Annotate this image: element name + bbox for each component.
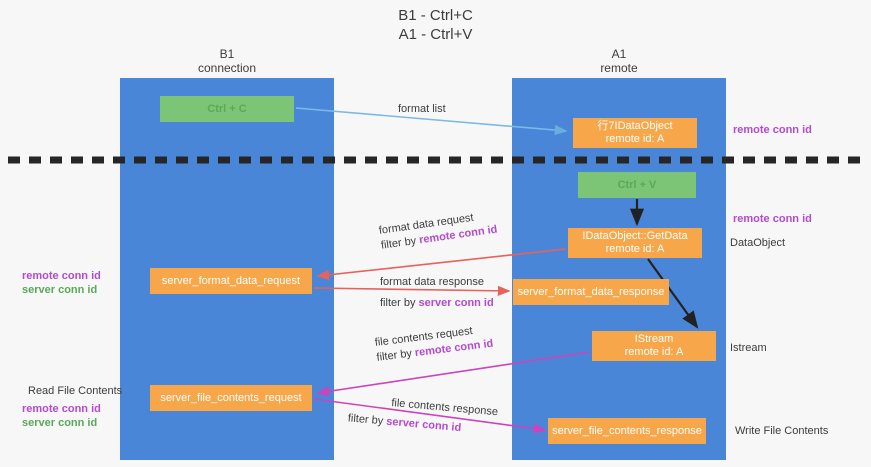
- node-server-file-contents-response-label: server_file_contents_response: [552, 424, 702, 437]
- annotation-left-conn-ids-2: remote conn id server conn id: [22, 402, 101, 430]
- annotation-left-remote-conn-id-2: remote conn id: [22, 403, 101, 415]
- column-b1-name: B1: [219, 47, 235, 61]
- arrow-label-format-list: format list: [398, 102, 446, 117]
- node-ctrl-v[interactable]: Ctrl + V: [578, 172, 696, 198]
- annotation-right-remote-conn-id-2: remote conn id: [733, 213, 812, 225]
- annotation-left-server-conn-id-2: server conn id: [22, 417, 98, 429]
- node-getdata-label: IDataObject::GetData: [582, 230, 688, 242]
- arrow-format-data-request: [316, 248, 567, 280]
- arrow-format-data-response: [313, 285, 511, 296]
- node-ctrl-c[interactable]: Ctrl + C: [160, 96, 294, 122]
- node-server-file-contents-request[interactable]: server_file_contents_request: [150, 385, 312, 411]
- annotation-left-remote-conn-id: remote conn id: [22, 270, 101, 282]
- node-server-format-data-response-label: server_format_data_response: [517, 285, 665, 298]
- node-idataobject-remote-id: remote id: A: [605, 133, 665, 145]
- column-b1-role: connection: [197, 61, 257, 75]
- arrow-format-list: [295, 107, 568, 136]
- node-istream-label: IStream: [634, 333, 674, 345]
- node-server-format-data-request-label: server_format_data_request: [161, 274, 301, 287]
- node-istream-remote-id: remote id: A: [624, 346, 684, 358]
- node-istream[interactable]: IStream remote id: A: [592, 331, 716, 361]
- node-ctrl-c-label: Ctrl + C: [207, 102, 247, 115]
- annotation-right-dataobject: DataObject: [730, 237, 786, 249]
- node-idataobject-getdata[interactable]: IDataObject::GetData remote id: A: [568, 228, 702, 258]
- node-server-file-contents-response[interactable]: server_file_contents_response: [548, 418, 706, 444]
- annotation-right-remote-conn-id-1: remote conn id: [733, 124, 812, 136]
- column-a1-role: remote: [600, 61, 638, 75]
- column-caption-a1: A1 remote: [512, 47, 726, 75]
- arrow-file-contents-response: [313, 398, 547, 434]
- annotation-left-server-conn-id: server conn id: [22, 284, 98, 296]
- arrow-label-fdresp-prefix: filter by: [380, 297, 419, 309]
- annotation-right-istream: Istream: [730, 342, 767, 354]
- node-idataobject-label: ⾏7IDataObject: [597, 120, 673, 132]
- annotation-left-conn-ids: remote conn id server conn id: [22, 269, 101, 297]
- annotation-right-write-file-contents: Write File Contents: [735, 425, 829, 437]
- node-server-format-data-request[interactable]: server_format_data_request: [150, 268, 312, 294]
- node-ctrl-v-label: Ctrl + V: [617, 178, 657, 191]
- diagram-title: B1 - Ctrl+C A1 - Ctrl+V: [0, 6, 871, 44]
- node-getdata-remote-id: remote id: A: [605, 243, 665, 255]
- annotation-left-read-file-contents: Read File Contents: [28, 385, 123, 397]
- node-server-format-data-response[interactable]: server_format_data_response: [513, 279, 669, 305]
- arrow-label-fdresp-line1: format data response: [380, 276, 484, 288]
- arrow-label-fcreq-prefix: filter by: [375, 347, 416, 364]
- arrow-label-fdresp-key: server conn id: [418, 297, 494, 309]
- arrow-file-contents-request: [316, 351, 591, 397]
- node-idataobject[interactable]: ⾏7IDataObject remote id: A: [573, 118, 697, 148]
- arrow-getdata-istream: [647, 258, 699, 329]
- column-a1-name: A1: [611, 47, 627, 61]
- node-server-file-contents-request-label: server_file_contents_request: [160, 391, 302, 404]
- arrow-label-format-data-response: format data response filter by server co…: [380, 275, 494, 311]
- arrow-label-format-list-text: format list: [398, 103, 446, 115]
- title-line-2: A1 - Ctrl+V: [398, 26, 473, 43]
- arrow-label-fdreq-prefix: filter by: [380, 234, 421, 252]
- arrow-label-fcresp-prefix: filter by: [347, 412, 387, 428]
- title-line-1: B1 - Ctrl+C: [398, 7, 473, 24]
- column-caption-b1: B1 connection: [120, 47, 334, 75]
- arrow-label-fdresp-line2: filter by server conn id: [380, 296, 494, 311]
